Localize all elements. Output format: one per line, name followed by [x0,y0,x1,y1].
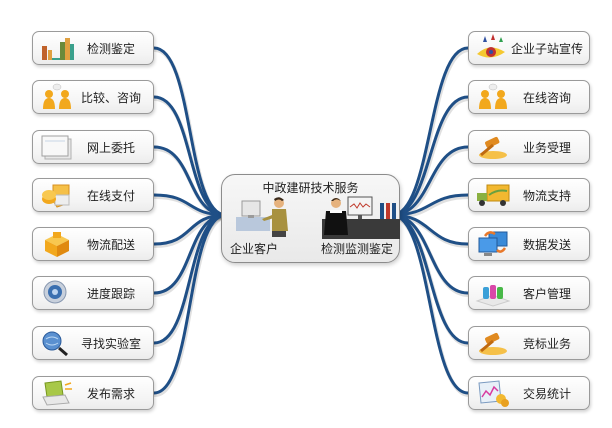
node-label: 比较、咨询 [80,90,141,105]
connector-right-2 [390,145,470,217]
connector-right-0 [390,46,470,217]
eye-promo-icon [477,34,505,58]
node-enterprise-site-promo[interactable]: 企业子站宣传 [468,31,590,65]
client-at-desk-icon [236,197,288,237]
node-compare-consult[interactable]: 比较、咨询 [32,80,154,114]
technician-at-lab-icon [322,196,400,239]
people-group-icon [475,285,511,307]
connector-left-1 [152,95,228,217]
connector-right-6 [390,213,470,345]
stats-chart-coins-icon [478,380,509,407]
node-label: 网上委托 [86,140,135,155]
node-online-commission[interactable]: 网上委托 [32,130,154,164]
hub-client-label: 企业客户 [230,242,279,256]
node-logistics-delivery[interactable]: 物流配送 [32,227,154,261]
connector-right-1 [390,95,470,217]
node-transaction-statistics[interactable]: 交易统计 [468,376,590,410]
node-label: 物流支持 [522,188,571,203]
connector-left-2 [152,145,228,217]
node-label: 交易统计 [522,386,571,401]
bar-chart-icon [42,38,74,60]
node-label: 在线支付 [86,188,135,203]
node-label: 客户管理 [522,286,571,301]
people-consult-icon [43,83,71,109]
node-customer-management[interactable]: 客户管理 [468,276,590,310]
node-label: 寻找实验室 [80,336,141,351]
node-publish-demand[interactable]: 发布需求 [32,376,154,410]
laptop-publish-icon [42,380,72,406]
node-label: 竞标业务 [522,336,571,351]
central-hub: 中政建研技术服务 企业客户 检测监测鉴定 [221,174,400,263]
hub-service-label: 检测监测鉴定 [320,242,393,256]
gavel-icon [479,332,507,355]
connector-left-0 [152,46,228,217]
hub-title: 中政建研技术服务 [262,181,359,195]
package-box-icon [45,232,69,257]
delivery-truck-icon [477,184,510,206]
magnifier-globe-icon [42,331,68,357]
connector-left-3 [152,193,228,217]
node-label: 进度跟踪 [86,286,135,301]
node-label: 数据发送 [522,237,571,252]
node-logistics-support[interactable]: 物流支持 [468,178,590,212]
document-stack-icon [41,135,72,160]
payment-coins-icon [42,184,70,208]
node-label: 发布需求 [86,386,135,401]
node-inspection-appraisal[interactable]: 检测鉴定 [32,31,154,65]
connector-right-3 [390,193,470,217]
computer-sync-icon [478,231,508,256]
connector-left-7 [152,213,228,395]
node-online-consult[interactable]: 在线咨询 [468,80,590,114]
node-find-laboratory[interactable]: 寻找实验室 [32,326,154,360]
node-online-payment[interactable]: 在线支付 [32,178,154,212]
tracking-dial-icon [43,280,67,304]
node-business-acceptance[interactable]: 业务受理 [468,130,590,164]
node-label: 物流配送 [86,237,135,252]
node-label: 业务受理 [522,140,571,155]
node-progress-tracking[interactable]: 进度跟踪 [32,276,154,310]
node-label: 企业子站宣传 [511,41,584,56]
people-consult-icon [479,83,507,109]
node-label: 检测鉴定 [86,41,135,56]
node-bidding-business[interactable]: 竞标业务 [468,326,590,360]
gavel-icon [479,136,507,159]
node-label: 在线咨询 [522,90,571,105]
connector-right-7 [390,213,470,395]
node-data-sending[interactable]: 数据发送 [468,227,590,261]
